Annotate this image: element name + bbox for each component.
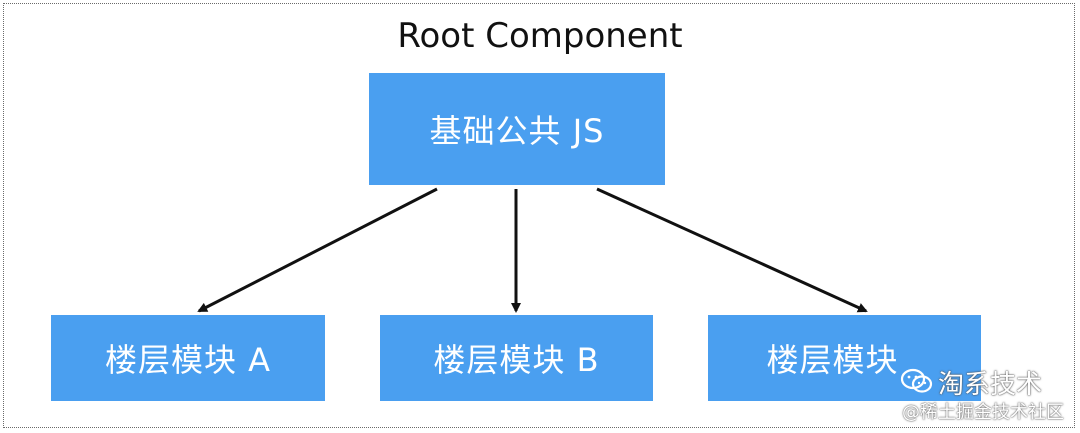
child-node-a: 楼层模块 A: [51, 315, 325, 401]
child-node-b: 楼层模块 B: [380, 315, 653, 401]
watermark-community: @稀土掘金技术社区: [902, 402, 1064, 423]
child-node-c: 楼层模块: [708, 315, 981, 401]
child-node-c-label: 楼层模块: [766, 341, 899, 379]
root-component-frame: [3, 3, 1075, 428]
wechat-icon: [900, 368, 933, 393]
watermark-name: 淘系技术: [938, 370, 1043, 400]
child-node-a-label: 楼层模块 A: [104, 341, 272, 379]
root-node-label: 基础公共 JS: [429, 112, 605, 150]
child-node-b-label: 楼层模块 B: [433, 341, 600, 379]
root-node-common-js: 基础公共 JS: [369, 73, 665, 185]
watermark: 淘系技术 @稀土掘金技术社区: [880, 360, 1075, 426]
root-component-title: Root Component: [397, 16, 683, 56]
